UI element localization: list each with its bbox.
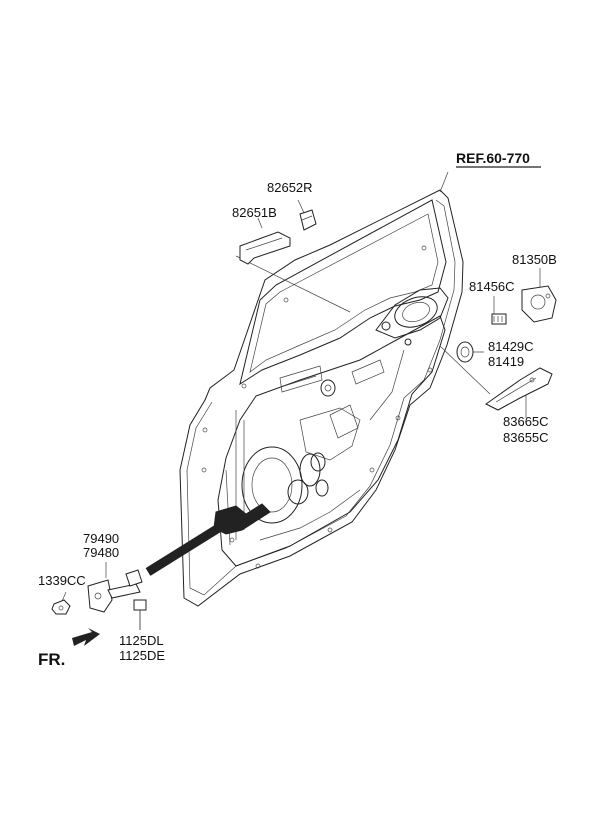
part-label-81429C: 81429C: [488, 339, 534, 354]
outside-handle-frame-83665C: [485, 367, 553, 411]
bolt-81456C: [491, 313, 507, 325]
part-label-83655C: 83655C: [503, 430, 549, 445]
part-label-82652R: 82652R: [267, 180, 313, 195]
latch-cap-81429C: [456, 341, 474, 363]
reference-label: REF.60-770: [456, 150, 530, 166]
part-label-81456C: 81456C: [469, 279, 515, 294]
door-checker-79490: [87, 569, 143, 613]
front-marker-label: FR.: [38, 650, 65, 669]
part-label-82651B: 82651B: [232, 205, 277, 220]
part-label-83665C: 83665C: [503, 414, 549, 429]
nut-1339CC: [51, 599, 71, 615]
door-shell: [179, 189, 464, 607]
inside-handle-82651B: [239, 231, 291, 265]
bolt-1125DL: [133, 599, 147, 630]
part-label-81350B: 81350B: [512, 252, 557, 267]
handle-bracket-82652R: [299, 209, 317, 231]
part-label-79480: 79480: [83, 545, 119, 560]
part-label-81419: 81419: [488, 354, 524, 369]
part-label-79490: 79490: [83, 531, 119, 546]
leader-lines: [59, 171, 541, 630]
part-label-1125DE: 1125DE: [119, 648, 165, 663]
front-arrow-icon: [72, 628, 100, 646]
part-label-1339CC: 1339CC: [38, 573, 86, 588]
part-label-1125DL: 1125DL: [119, 633, 164, 648]
door-latch-81350B: [521, 285, 557, 323]
